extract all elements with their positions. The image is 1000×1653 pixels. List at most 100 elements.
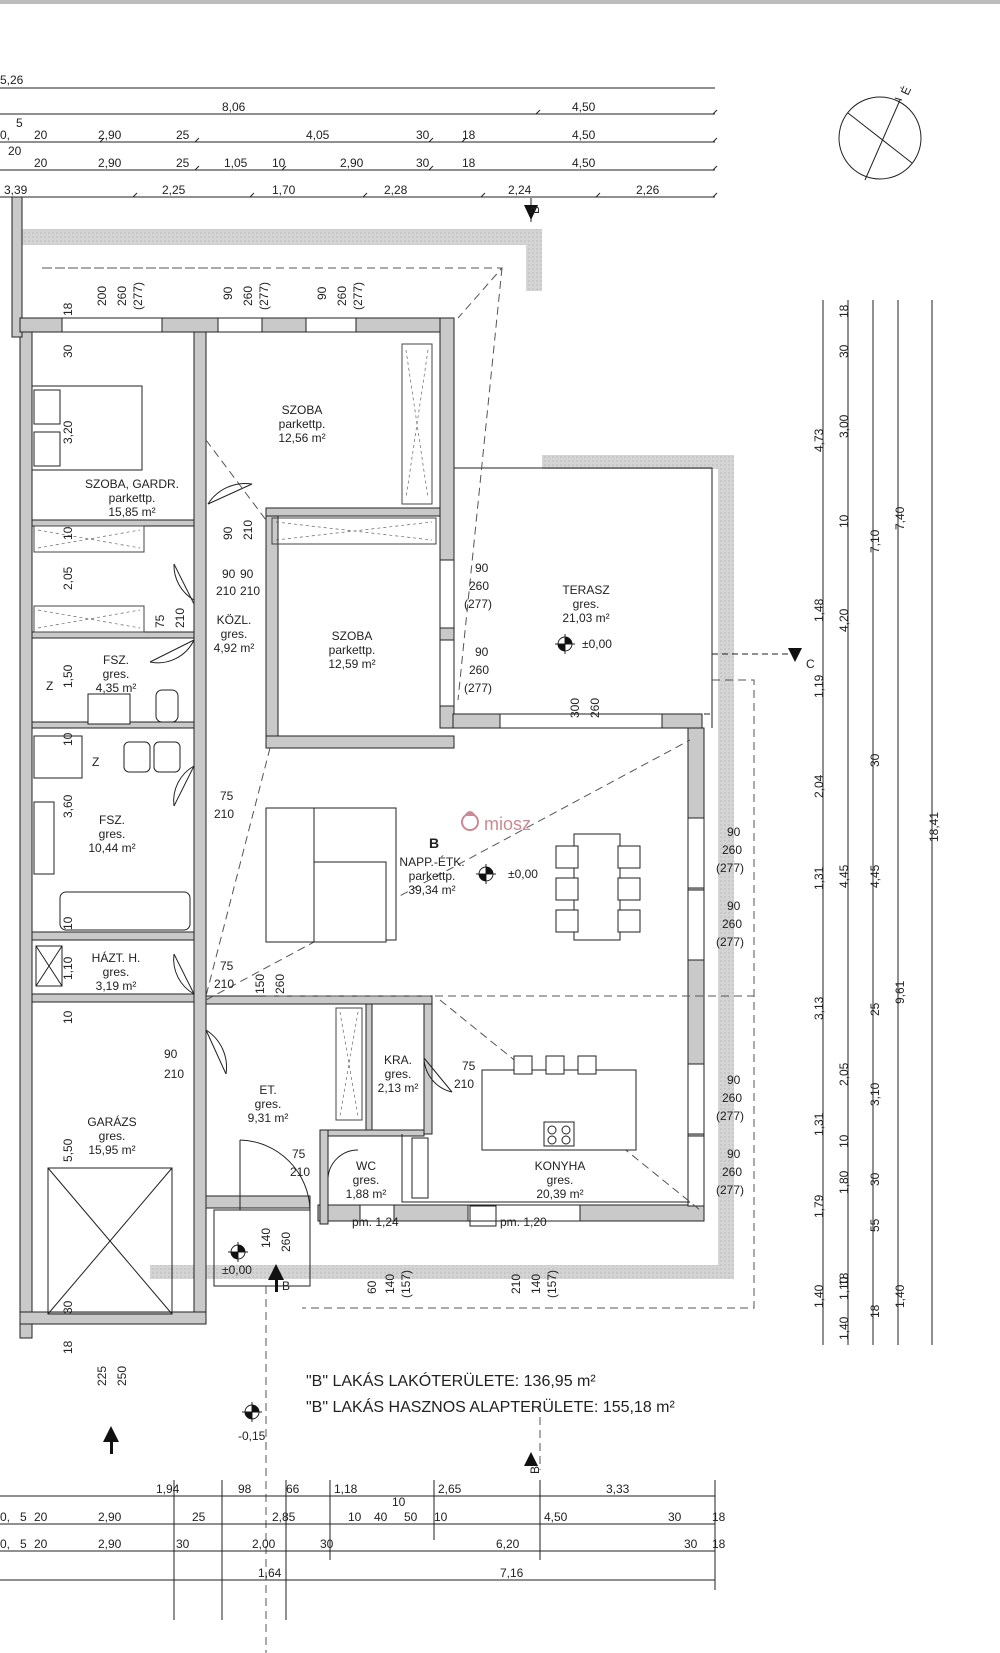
dim-label: 10 xyxy=(348,1510,362,1524)
dim-label: 18 xyxy=(712,1537,726,1551)
dim-label: 4,50 xyxy=(572,156,596,170)
roof-outline xyxy=(42,267,755,1309)
svg-text:parkettp.: parkettp. xyxy=(329,643,376,657)
svg-text:10: 10 xyxy=(61,1010,75,1024)
dim-label: 1,94 xyxy=(156,1482,180,1496)
dim-label: 2,05 xyxy=(837,1062,851,1086)
dim-label: 3,00 xyxy=(837,414,851,438)
bottom-dimension-chain xyxy=(0,1480,716,1620)
room-kozl: KÖZL. gres. 4,92 m² xyxy=(214,613,255,655)
svg-text:75: 75 xyxy=(220,959,234,973)
room-kra: KRA. gres. 2,13 m² xyxy=(378,1053,419,1095)
dim-label: 30 xyxy=(684,1537,698,1551)
svg-text:18: 18 xyxy=(61,1340,75,1354)
svg-text:4,35 m²: 4,35 m² xyxy=(96,681,137,695)
dim-label: 2,90 xyxy=(98,1537,122,1551)
svg-text:260: 260 xyxy=(469,663,489,677)
svg-text:1,88 m²: 1,88 m² xyxy=(346,1187,387,1201)
svg-text:3,60: 3,60 xyxy=(61,794,75,818)
svg-text:B: B xyxy=(429,835,439,851)
svg-text:250: 250 xyxy=(115,1366,129,1386)
svg-text:15,95 m²: 15,95 m² xyxy=(88,1143,135,1157)
svg-text:(277): (277) xyxy=(716,861,744,875)
entry-box xyxy=(213,1209,311,1287)
dim-label: 4,73 xyxy=(812,428,826,452)
dim-label: 1,10 xyxy=(837,1276,851,1300)
svg-text:260: 260 xyxy=(588,698,602,718)
section-mark-c xyxy=(712,648,802,662)
svg-text:260: 260 xyxy=(469,579,489,593)
svg-text:210: 210 xyxy=(164,1067,184,1081)
level-outside: -0,15 xyxy=(238,1429,266,1443)
dim-label: 20 xyxy=(34,128,48,142)
svg-text:260: 260 xyxy=(722,917,742,931)
dim-label: 18 xyxy=(837,304,851,318)
svg-text:21,03 m²: 21,03 m² xyxy=(562,611,609,625)
dim-label: 0, xyxy=(0,1537,10,1551)
wardrobes xyxy=(33,343,437,1121)
room-napp-etk: B NAPP.-ÉTK. parkettp. 39,34 m² xyxy=(399,835,464,897)
svg-text:10: 10 xyxy=(61,916,75,930)
svg-text:210: 210 xyxy=(173,608,187,628)
svg-text:KONYHA: KONYHA xyxy=(535,1159,586,1173)
svg-text:(277): (277) xyxy=(716,1109,744,1123)
dim-label: 1,80 xyxy=(837,1170,851,1194)
dim-label: 18 xyxy=(462,156,476,170)
svg-text:260: 260 xyxy=(722,843,742,857)
svg-text:(277): (277) xyxy=(716,935,744,949)
entrance-arrow-icon xyxy=(103,1264,284,1454)
garage-door xyxy=(47,1167,173,1315)
dim-label: 18 xyxy=(462,128,476,142)
summary-useful-area: "B" LAKÁS HASZNOS ALAPTERÜLETE: 155,18 m… xyxy=(306,1397,676,1416)
dim-label: 30 xyxy=(320,1537,334,1551)
sofa xyxy=(265,807,397,943)
roof-ridges xyxy=(205,439,701,1211)
svg-text:3,20: 3,20 xyxy=(61,420,75,444)
svg-text:90: 90 xyxy=(727,1073,741,1087)
dim-label: 10 xyxy=(434,1510,448,1524)
dim-top-4-50: 4,50 xyxy=(572,100,596,114)
svg-text:210: 210 xyxy=(241,520,255,540)
dim-label: 1,70 xyxy=(272,183,296,197)
dim-label: 2,26 xyxy=(636,183,660,197)
svg-text:260: 260 xyxy=(273,974,287,994)
dim-label: 1,48 xyxy=(812,598,826,622)
svg-text:90: 90 xyxy=(221,526,235,540)
svg-text:(277): (277) xyxy=(716,1183,744,1197)
svg-text:1,50: 1,50 xyxy=(61,664,75,688)
svg-text:260: 260 xyxy=(722,1165,742,1179)
dim-label: 200 xyxy=(95,286,109,306)
dim-label: 5 xyxy=(20,1510,27,1524)
svg-text:gres.: gres. xyxy=(353,1173,380,1187)
svg-text:260: 260 xyxy=(722,1091,742,1105)
bathroom-fixtures xyxy=(33,689,191,987)
svg-text:140: 140 xyxy=(383,1274,397,1294)
svg-text:10,44 m²: 10,44 m² xyxy=(88,841,135,855)
level-terrace: ±0,00 xyxy=(582,637,612,651)
dim-label: 10 xyxy=(272,156,286,170)
dim-label: 2,90 xyxy=(98,156,122,170)
svg-text:gres.: gres. xyxy=(99,1129,126,1143)
dim-label: 4,20 xyxy=(837,608,851,632)
svg-text:90: 90 xyxy=(475,561,489,575)
dim-label: 18 xyxy=(868,1304,882,1318)
room-szoba-gardr: SZOBA, GARDR. parkettp. 15,85 m² xyxy=(85,477,179,519)
room-konyha: KONYHA gres. 20,39 m² xyxy=(535,1159,586,1201)
svg-text:260: 260 xyxy=(279,1232,293,1252)
svg-text:90: 90 xyxy=(727,825,741,839)
room-et: ET. gres. 9,31 m² xyxy=(248,1083,289,1125)
svg-text:90: 90 xyxy=(727,1147,741,1161)
svg-text:FSZ.: FSZ. xyxy=(99,813,125,827)
dim-label: 40 xyxy=(374,1510,388,1524)
svg-text:3,19 m²: 3,19 m² xyxy=(96,979,137,993)
svg-text:75: 75 xyxy=(292,1147,306,1161)
svg-text:150: 150 xyxy=(253,974,267,994)
dim-label: 2,90 xyxy=(98,128,122,142)
svg-text:12,56 m²: 12,56 m² xyxy=(278,431,325,445)
dim-label: 260 xyxy=(115,286,129,306)
svg-text:12,59 m²: 12,59 m² xyxy=(328,657,375,671)
svg-text:gres.: gres. xyxy=(547,1173,574,1187)
bed xyxy=(31,385,143,471)
svg-text:90: 90 xyxy=(164,1047,178,1061)
watermark: miosz xyxy=(484,814,531,834)
